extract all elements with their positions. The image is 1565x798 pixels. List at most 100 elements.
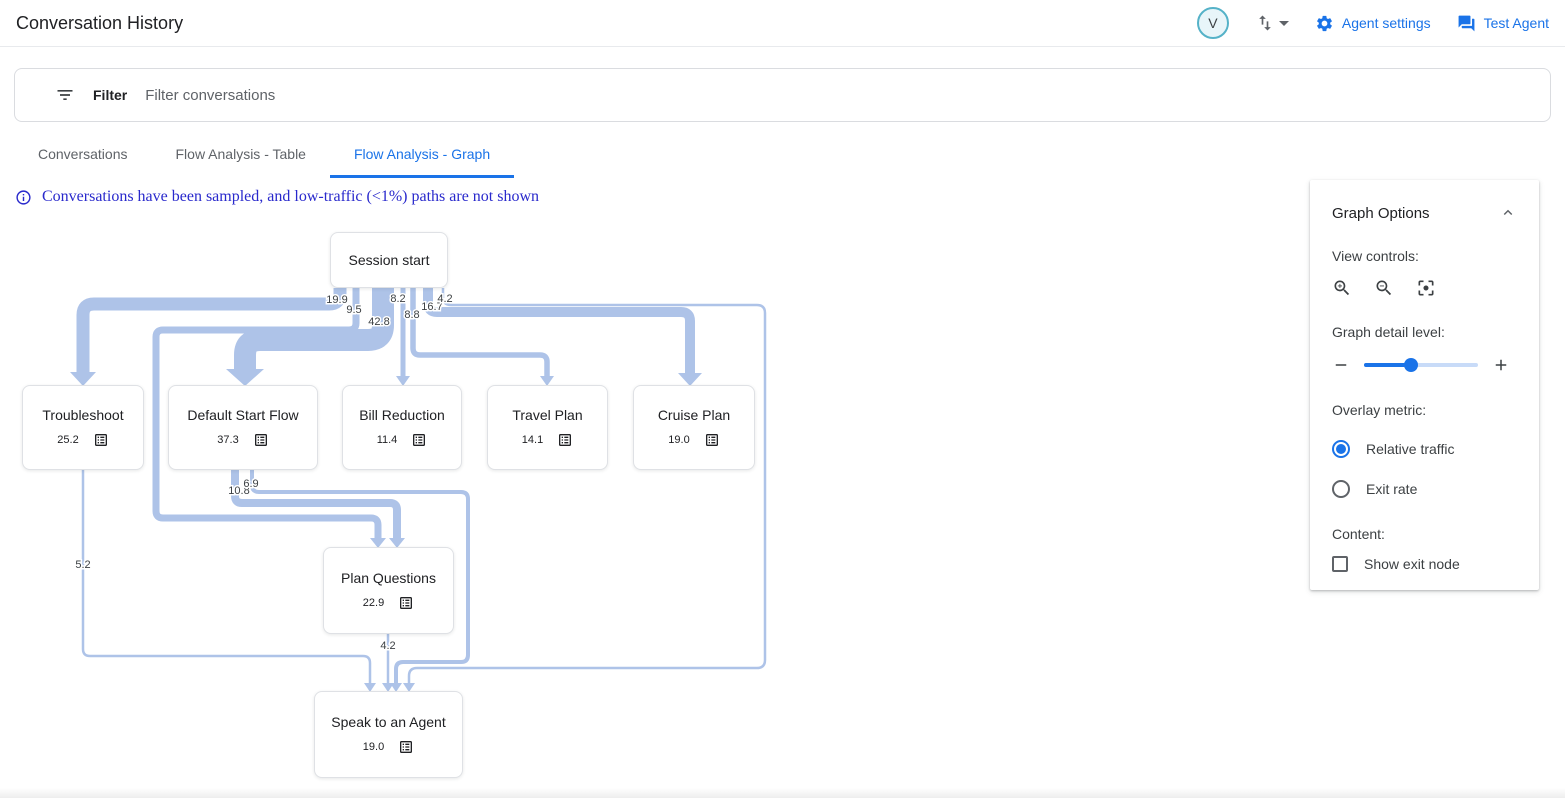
content-label: Content: (1332, 526, 1385, 542)
node-details-list-icon[interactable] (557, 432, 573, 448)
node-title: Troubleshoot (42, 407, 124, 423)
node-title: Session start (348, 252, 430, 268)
radio-unselected-icon (1332, 480, 1350, 498)
node-value: 37.3 (217, 434, 239, 446)
node-speak-to-an-agent[interactable]: Speak to an Agent 19.0 (314, 691, 463, 778)
sampling-notice-text: Conversations have been sampled, and low… (42, 188, 540, 205)
graph-detail-label: Graph detail level: (1332, 324, 1445, 340)
test-agent-button[interactable]: Test Agent (1457, 14, 1549, 33)
agent-settings-button[interactable]: Agent settings (1315, 14, 1431, 33)
node-title: Default Start Flow (187, 407, 299, 423)
edge-label: 4.2 (380, 640, 395, 652)
collapse-chevron-up-icon[interactable] (1499, 204, 1517, 222)
filter-bar[interactable]: Filter Filter conversations (14, 68, 1551, 122)
node-details-list-icon[interactable] (93, 432, 109, 448)
edge-troubleshoot-speak (81, 470, 372, 684)
radio-selected-icon (1332, 440, 1350, 458)
edge-label: 19.9 (326, 294, 347, 306)
flow-graph-canvas[interactable]: 19.9 9.5 42.8 8.2 8.8 16.7 4.2 10.8 6.9 … (0, 180, 800, 798)
node-title: Bill Reduction (359, 407, 445, 423)
edge-session-plan-questions (152, 288, 382, 539)
edge-label: 8.8 (404, 309, 419, 321)
avatar[interactable]: V (1196, 7, 1229, 39)
node-details-list-icon[interactable] (411, 432, 427, 448)
node-value: 25.2 (57, 434, 79, 446)
arrowhead (390, 683, 402, 692)
node-title: Speak to an Agent (331, 714, 446, 730)
edge-label: 9.5 (346, 304, 361, 316)
radio-label: Exit rate (1366, 481, 1418, 497)
node-title: Cruise Plan (657, 407, 731, 423)
checkbox-label: Show exit node (1364, 556, 1460, 572)
node-title: Plan Questions (341, 570, 436, 586)
arrowhead (403, 683, 415, 692)
node-details-list-icon[interactable] (398, 595, 414, 611)
edge-default-start-flow-plan-questions (231, 470, 401, 539)
arrowhead (382, 683, 394, 692)
node-bill-reduction[interactable]: Bill Reduction 11.4 (342, 385, 462, 470)
avatar-initial: V (1208, 15, 1218, 31)
sort-control[interactable] (1255, 13, 1289, 33)
flow-graph-edges: 19.9 9.5 42.8 8.2 8.8 16.7 4.2 10.8 6.9 … (70, 288, 767, 692)
edge-label: 42.8 (368, 316, 389, 328)
filter-label: Filter (93, 87, 128, 103)
node-details-list-icon[interactable] (253, 432, 269, 448)
node-cruise-plan[interactable]: Cruise Plan 19.0 (633, 385, 755, 470)
bottom-fade (0, 788, 1565, 798)
edge-session-cruise-plan (423, 288, 695, 374)
edge-label: 5.2 (75, 559, 90, 571)
node-travel-plan[interactable]: Travel Plan 14.1 (487, 385, 608, 470)
node-value: 19.0 (362, 741, 385, 753)
overlay-metric-label: Overlay metric: (1332, 402, 1427, 418)
arrowhead (396, 376, 410, 386)
panel-title: Graph Options (1332, 204, 1430, 222)
page-title: Conversation History (16, 12, 184, 33)
graph-options-panel: Graph Options View controls: Graph detai… (1310, 180, 1539, 590)
decrease-detail-minus-icon[interactable] (1332, 356, 1350, 374)
filter-icon (55, 85, 75, 105)
node-troubleshoot[interactable]: Troubleshoot 25.2 (22, 385, 144, 470)
edge-label: 16.7 (421, 301, 442, 313)
node-default-start-flow[interactable]: Default Start Flow 37.3 (168, 385, 318, 470)
radio-exit-rate[interactable]: Exit rate (1332, 480, 1517, 498)
node-details-list-icon[interactable] (704, 432, 720, 448)
arrowhead (678, 373, 702, 386)
chat-icon (1457, 14, 1476, 33)
test-agent-label: Test Agent (1483, 15, 1549, 31)
edge-label: 10.8 (228, 485, 249, 497)
slider-thumb[interactable] (1403, 358, 1418, 372)
node-details-list-icon[interactable] (398, 739, 414, 755)
node-value: 14.1 (521, 434, 544, 446)
node-title: Travel Plan (512, 407, 583, 423)
edge-label: 6.9 (243, 478, 258, 490)
tab-flow-analysis-graph[interactable]: Flow Analysis - Graph (329, 132, 515, 178)
edge-session-travel-plan (410, 288, 550, 377)
center-focus-icon[interactable] (1416, 278, 1436, 298)
tab-flow-analysis-table[interactable]: Flow Analysis - Table (175, 145, 306, 162)
arrowhead (70, 372, 96, 386)
import-export-icon (1255, 13, 1275, 33)
zoom-out-icon[interactable] (1374, 278, 1394, 298)
gear-icon (1315, 14, 1334, 33)
edge-default-start-flow-speak (250, 470, 470, 684)
info-icon (15, 189, 32, 206)
tab-bar: Conversations Flow Analysis - Table Flow… (14, 132, 515, 178)
edge-session-default-start-flow (234, 288, 394, 370)
filter-input-placeholder[interactable]: Filter conversations (145, 86, 276, 104)
increase-detail-plus-icon[interactable] (1492, 356, 1510, 374)
header-actions: V Agent settings Test Agent (1196, 7, 1549, 39)
tab-conversations[interactable]: Conversations (38, 145, 128, 162)
node-value: 22.9 (362, 597, 385, 609)
arrowhead (226, 369, 264, 386)
radio-relative-traffic[interactable]: Relative traffic (1332, 440, 1517, 458)
edge-label: 4.2 (437, 293, 452, 305)
node-plan-questions[interactable]: Plan Questions 22.9 (323, 547, 454, 634)
arrowhead (364, 683, 376, 692)
zoom-in-icon[interactable] (1332, 278, 1352, 298)
graph-detail-slider[interactable] (1364, 358, 1478, 372)
node-session-start[interactable]: Session start (330, 232, 448, 288)
node-value: 19.0 (668, 434, 690, 446)
checkbox-show-exit-node[interactable]: Show exit node (1332, 556, 1517, 572)
edge-session-speak (407, 288, 767, 684)
sampling-notice: Conversations have been sampled, and low… (15, 188, 539, 206)
